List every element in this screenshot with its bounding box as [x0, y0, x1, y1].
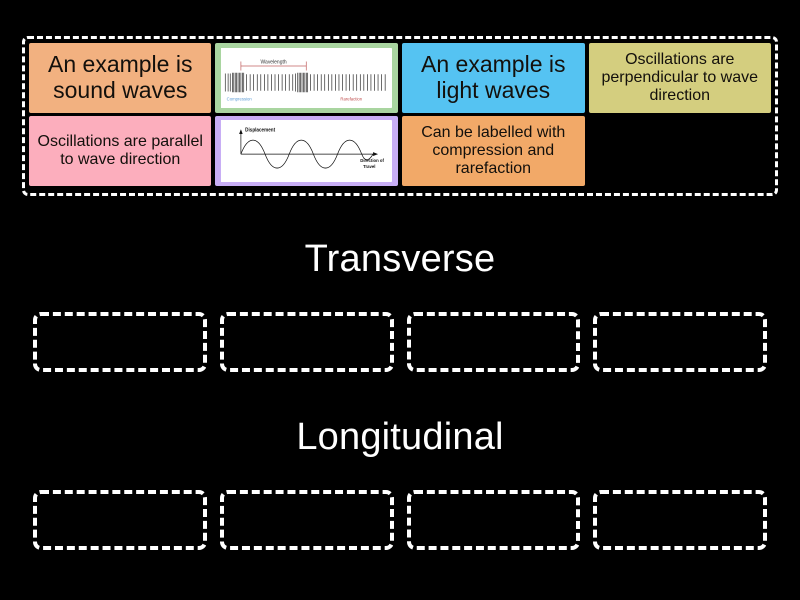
tile-transverse-wave-image[interactable]: Displacement Direction of Travel: [215, 116, 399, 186]
dropzone-row-longitudinal: [33, 490, 767, 550]
tile-empty-slot: [589, 116, 771, 186]
tile-label: An example is light waves: [421, 51, 566, 103]
dropzone-transverse-1[interactable]: [33, 312, 207, 372]
category-heading-longitudinal: Longitudinal: [296, 416, 504, 458]
dropzone-longitudinal-1[interactable]: [33, 490, 207, 550]
tile-tray-row-2: Oscillations are parallel to wave direct…: [29, 116, 771, 186]
rarefaction-label: Rarefaction: [341, 96, 363, 101]
dropzone-longitudinal-3[interactable]: [406, 490, 581, 550]
direction-of-travel-label-2: Travel: [364, 164, 376, 169]
tile-perpendicular-oscillations[interactable]: Oscillations are perpendicular to wave d…: [588, 43, 771, 113]
svg-text:Wavelength: Wavelength: [261, 60, 287, 66]
tile-longitudinal-wave-image[interactable]: Wavelength: [215, 43, 399, 113]
displacement-label: Displacement: [246, 127, 276, 133]
tile-label: An example is sound waves: [48, 51, 193, 103]
dropzone-transverse-4[interactable]: [593, 312, 767, 372]
dropzone-longitudinal-4[interactable]: [593, 490, 767, 550]
tile-sound-waves[interactable]: An example is sound waves: [29, 43, 212, 113]
tile-label: Oscillations are parallel to wave direct…: [37, 133, 203, 168]
tile-compression-rarefaction[interactable]: Can be labelled with compression and rar…: [402, 116, 585, 186]
category-heading-transverse: Transverse: [304, 238, 496, 280]
dropzone-row-transverse: [33, 312, 767, 372]
answer-tile-tray: An example is sound waves Wavelength: [22, 36, 778, 196]
dropzone-transverse-2[interactable]: [219, 312, 394, 372]
longitudinal-wave-figure: Wavelength: [221, 48, 393, 108]
tile-tray-row-1: An example is sound waves Wavelength: [29, 43, 771, 113]
compression-label: Compression: [227, 96, 253, 101]
longitudinal-wave-svg: Wavelength: [221, 48, 393, 108]
tile-label: Oscillations are perpendicular to wave d…: [601, 51, 759, 104]
tile-parallel-oscillations[interactable]: Oscillations are parallel to wave direct…: [29, 116, 212, 186]
tile-light-waves[interactable]: An example is light waves: [402, 43, 585, 113]
tile-label: Can be labelled with compression and rar…: [421, 124, 566, 177]
dropzone-longitudinal-2[interactable]: [219, 490, 394, 550]
dropzone-transverse-3[interactable]: [406, 312, 581, 372]
direction-of-travel-label-1: Direction of: [361, 158, 385, 163]
transverse-wave-svg: Displacement Direction of Travel: [221, 120, 393, 182]
transverse-wave-figure: Displacement Direction of Travel: [221, 120, 393, 182]
